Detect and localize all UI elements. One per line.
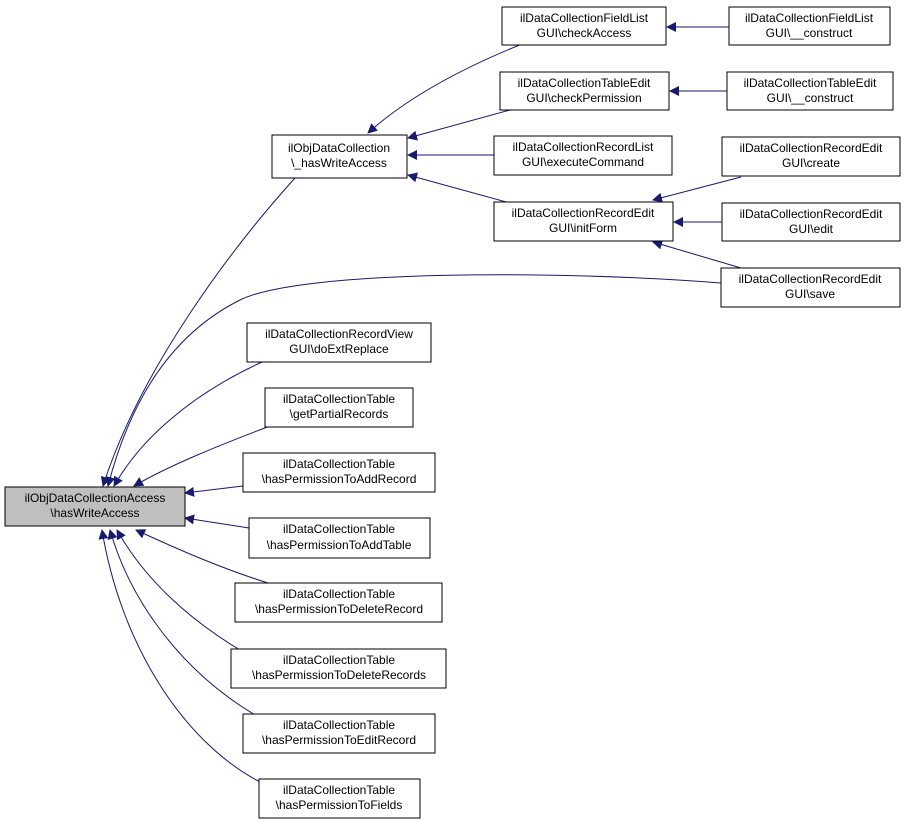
node-objdc-line1: ilObjDataCollection [288, 141, 390, 155]
node-t-editrec-line2: \hasPermissionToEditRecord [262, 733, 416, 747]
node-re-save-line1: ilDataCollectionRecordEdit [739, 272, 882, 286]
nodes: ilObjDataCollectionAccess \hasWriteAcces… [4, 6, 901, 819]
edge-deleterecords-to-root [116, 529, 241, 651]
node-t-fields-line1: ilDataCollectionTable [283, 783, 395, 797]
node-t-addrec-line2: \hasPermissionToAddRecord [262, 472, 417, 486]
edges [98, 22, 742, 783]
node-fl-construct[interactable]: ilDataCollectionFieldList GUI\__construc… [728, 6, 891, 46]
node-objdc[interactable]: ilObjDataCollection \_hasWriteAccess [271, 134, 408, 179]
node-t-delrecs[interactable]: ilDataCollectionTable \hasPermissionToDe… [230, 648, 447, 689]
edge-create-to-initform [652, 176, 742, 203]
node-rv-replace[interactable]: ilDataCollectionRecordView GUI\doExtRepl… [246, 322, 432, 363]
node-t-addtab-line1: ilDataCollectionTable [283, 522, 395, 536]
node-root-line2: \hasWriteAccess [50, 506, 139, 520]
node-rl-exec-line1: ilDataCollectionRecordList [513, 140, 654, 154]
edge-addtable-to-root [184, 514, 250, 529]
node-t-fields[interactable]: ilDataCollectionTable \hasPermissionToFi… [258, 778, 421, 819]
node-t-fields-line2: \hasPermissionToFields [276, 798, 403, 812]
edge-checkpermission-to-objdc [407, 109, 511, 141]
node-rl-exec-line2: GUI\executeCommand [522, 155, 644, 169]
node-te-construct[interactable]: ilDataCollectionTableEdit GUI\__construc… [726, 71, 894, 111]
node-re-init[interactable]: ilDataCollectionRecordEdit GUI\initForm [493, 201, 674, 242]
node-rv-replace-line1: ilDataCollectionRecordView [265, 327, 413, 341]
node-t-delrec-line1: ilDataCollectionTable [283, 587, 395, 601]
node-rl-exec[interactable]: ilDataCollectionRecordList GUI\executeCo… [493, 135, 673, 176]
node-t-editrec-line1: ilDataCollectionTable [283, 718, 395, 732]
node-te-check-line1: ilDataCollectionTableEdit [518, 76, 651, 90]
node-objdc-line2: \_hasWriteAccess [291, 156, 387, 170]
node-fl-check-line1: ilDataCollectionFieldList [520, 11, 649, 25]
node-re-save-line2: GUI\save [785, 287, 835, 301]
node-fl-construct-line1: ilDataCollectionFieldList [745, 11, 874, 25]
node-te-construct-line2: GUI\__construct [767, 91, 854, 105]
edge-save-to-initform [652, 239, 742, 269]
node-re-init-line1: ilDataCollectionRecordEdit [512, 206, 655, 220]
node-t-addtab-line2: \hasPermissionToAddTable [267, 538, 412, 552]
node-t-delrec-line2: \hasPermissionToDeleteRecord [255, 602, 423, 616]
node-te-construct-line1: ilDataCollectionTableEdit [744, 76, 877, 90]
node-fl-construct-line2: GUI\__construct [766, 26, 853, 40]
node-re-save[interactable]: ilDataCollectionRecordEdit GUI\save [720, 267, 901, 308]
node-re-edit-line1: ilDataCollectionRecordEdit [740, 207, 883, 221]
edge-objdc-to-root [100, 177, 296, 487]
node-t-partial[interactable]: ilDataCollectionTable \getPartialRecords [264, 387, 414, 428]
node-fl-check-line2: GUI\checkAccess [537, 26, 632, 40]
node-re-init-line2: GUI\initForm [549, 221, 617, 235]
edge-fields-to-root [98, 529, 261, 783]
node-root-line1: ilObjDataCollectionAccess [25, 491, 166, 505]
node-t-addrec-line1: ilDataCollectionTable [283, 457, 395, 471]
edge-addrecord-to-root [184, 485, 244, 497]
node-re-create-line1: ilDataCollectionRecordEdit [740, 141, 883, 155]
node-rv-replace-line2: GUI\doExtReplace [289, 342, 389, 356]
edge-save-to-root [105, 274, 722, 487]
node-te-check-line2: GUI\checkPermission [526, 91, 641, 105]
node-fl-check[interactable]: ilDataCollectionFieldList GUI\checkAcces… [501, 6, 667, 46]
node-te-check[interactable]: ilDataCollectionTableEdit GUI\checkPermi… [499, 71, 670, 111]
node-root[interactable]: ilObjDataCollectionAccess \hasWriteAcces… [4, 486, 186, 527]
node-t-partial-line2: \getPartialRecords [290, 407, 389, 421]
node-re-edit[interactable]: ilDataCollectionRecordEdit GUI\edit [721, 202, 901, 242]
node-t-delrecs-line1: ilDataCollectionTable [283, 653, 395, 667]
edge-initform-to-objdc [407, 172, 511, 204]
node-t-editrec[interactable]: ilDataCollectionTable \hasPermissionToEd… [242, 713, 436, 754]
node-re-create[interactable]: ilDataCollectionRecordEdit GUI\create [721, 136, 901, 177]
node-re-create-line2: GUI\create [782, 156, 840, 170]
edge-deleterecord-to-root [135, 529, 269, 584]
node-t-partial-line1: ilDataCollectionTable [283, 392, 395, 406]
node-re-edit-line2: GUI\edit [789, 222, 834, 236]
node-t-addtab[interactable]: ilDataCollectionTable \hasPermissionToAd… [248, 517, 431, 559]
edge-partial-to-root [133, 425, 271, 487]
edge-checkaccess-to-objdc [367, 43, 523, 134]
node-t-delrec[interactable]: ilDataCollectionTable \hasPermissionToDe… [234, 582, 443, 623]
node-t-addrec[interactable]: ilDataCollectionTable \hasPermissionToAd… [242, 452, 436, 493]
edge-editrecord-to-root [107, 529, 256, 716]
node-t-delrecs-line2: \hasPermissionToDeleteRecords [252, 668, 426, 682]
edge-recordview-to-root [113, 361, 263, 487]
